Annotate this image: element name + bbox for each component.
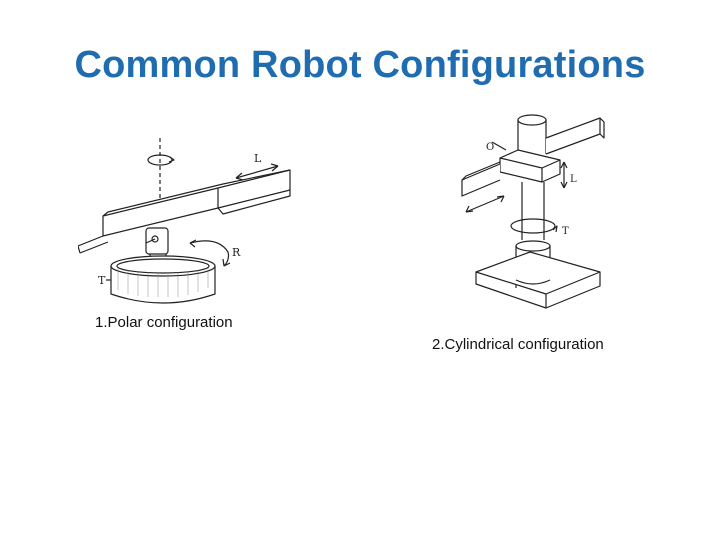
slide-title: Common Robot Configurations [74, 44, 646, 86]
polar-label-t: T [98, 274, 106, 287]
cyl-label-o: O [486, 142, 494, 153]
polar-label-r: R [232, 246, 241, 259]
cylindrical-robot-diagram: O L T [461, 114, 605, 309]
polar-robot-diagram: L R T [78, 138, 291, 304]
polar-caption: 1.Polar configuration [95, 314, 233, 331]
cylindrical-caption: 2.Cylindrical configuration [432, 336, 604, 353]
cyl-label-t: T [562, 226, 569, 237]
polar-label-l: L [254, 152, 262, 165]
cyl-label-l: L [570, 174, 577, 185]
